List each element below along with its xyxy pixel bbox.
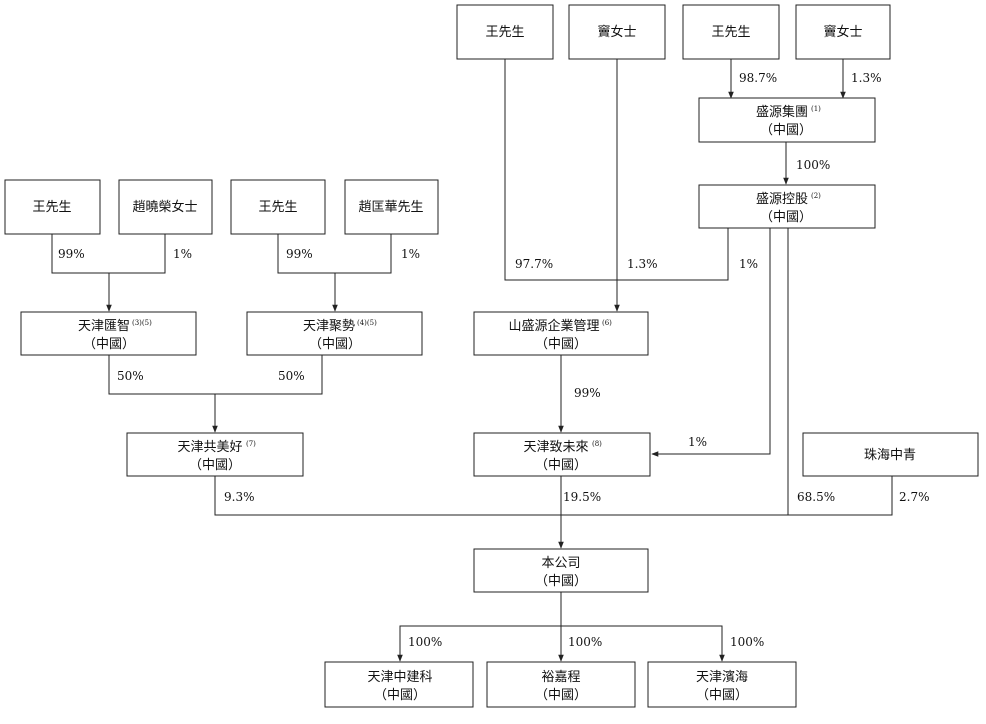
note-marker: (7) xyxy=(246,440,256,448)
node-label: 盛源控股 xyxy=(756,192,808,207)
node-label: 竇女士 xyxy=(597,24,636,40)
line-company-owners-bus xyxy=(214,476,893,516)
node-shengyuan-group: 盛源集團 (1) （中國） xyxy=(698,97,876,143)
node-label: 裕嘉程 xyxy=(541,670,580,685)
note-marker: (4)(5) xyxy=(357,319,377,327)
node-label: 天津中建科 xyxy=(367,670,432,685)
node-region: （中國） xyxy=(189,458,241,473)
node-region: （中國） xyxy=(309,337,361,352)
pct-zhiweilai-to-company: 19.5% xyxy=(563,490,601,504)
node-label: 天津聚勢 xyxy=(303,319,355,334)
node-wang-left1: 王先生 xyxy=(4,179,101,235)
pct-jushi-to-gongmeihao: 50% xyxy=(278,369,305,383)
node-zhao-xiaorong: 趙曉榮女士 xyxy=(118,179,213,235)
node-label: 王先生 xyxy=(485,25,524,40)
pct-wang-to-jushi: 99% xyxy=(286,247,313,261)
node-label: 王先生 xyxy=(32,200,71,215)
node-label: 本公司 xyxy=(541,556,580,571)
pct-wang-to-huizhi: 99% xyxy=(58,247,85,261)
pct-huizhi-to-gongmeihao: 50% xyxy=(117,369,144,383)
pct-gongmeihao-to-company: 9.3% xyxy=(224,490,255,504)
node-region: （中國） xyxy=(83,337,135,352)
node-label: 珠海中青 xyxy=(864,448,916,463)
percentage-labels: 98.7% 1.3% 100% 97.7% 1.3% 1% 99% 1% 99%… xyxy=(58,71,930,649)
pct-wang-to-group: 98.7% xyxy=(739,71,777,85)
pct-company-to-zhongjianke: 100% xyxy=(408,635,442,649)
node-label: 竇女士 xyxy=(823,24,862,40)
node-label: 天津濱海 xyxy=(696,670,748,685)
node-yujiacheng: 裕嘉程 （中國） xyxy=(486,661,636,708)
node-region: （中國） xyxy=(374,688,426,703)
node-region: （中國） xyxy=(535,688,587,703)
pct-holding-to-company: 68.5% xyxy=(797,490,835,504)
note-marker: (6) xyxy=(602,319,612,327)
node-dou-top1: 竇女士 xyxy=(568,4,666,60)
node-zhuhai-zhongqing: 珠海中青 xyxy=(802,432,979,477)
connector-lines xyxy=(51,59,893,662)
node-tianjin-zhiweilai: 天津致未來 (8) （中國） xyxy=(473,432,651,477)
node-tianjin-jushi: 天津聚勢 (4)(5) （中國） xyxy=(246,311,423,356)
node-dou-top2: 竇女士 xyxy=(795,4,891,60)
node-shan-shengyuan: 山盛源企業管理 (6) （中國） xyxy=(473,311,649,356)
pct-holding-to-zhiweilai: 1% xyxy=(688,435,707,449)
node-label: 趙匡華先生 xyxy=(358,199,423,215)
node-shengyuan-holding: 盛源控股 (2) （中國） xyxy=(698,184,876,229)
note-marker: (3)(5) xyxy=(132,319,152,327)
note-marker: (1) xyxy=(811,105,821,113)
pct-shan-to-zhiweilai: 99% xyxy=(574,386,601,400)
node-label: 天津致未來 xyxy=(523,440,588,455)
pct-holding-to-shan: 1% xyxy=(739,257,758,271)
node-tianjin-binhai: 天津濱海 （中國） xyxy=(647,661,797,708)
node-region: （中國） xyxy=(760,210,812,225)
node-tianjin-huizhi: 天津匯智 (3)(5) （中國） xyxy=(20,311,197,356)
node-region: （中國） xyxy=(760,123,812,138)
node-label: 王先生 xyxy=(258,200,297,215)
node-label: 山盛源企業管理 xyxy=(508,318,599,334)
node-label: 天津共美好 xyxy=(177,440,242,455)
node-region: （中國） xyxy=(535,337,587,352)
pct-zhuhai-to-company: 2.7% xyxy=(899,490,930,504)
node-label: 王先生 xyxy=(711,25,750,40)
node-zhao-kuanghua: 趙匡華先生 xyxy=(344,179,439,235)
pct-company-to-yujiacheng: 100% xyxy=(568,635,602,649)
note-marker: (2) xyxy=(811,192,821,200)
pct-dou-to-shan: 1.3% xyxy=(627,257,658,271)
node-wang-top2: 王先生 xyxy=(682,4,780,60)
node-tianjin-gongmeihao: 天津共美好 (7) （中國） xyxy=(126,432,304,477)
pct-dou-to-group: 1.3% xyxy=(851,71,882,85)
node-wang-left2: 王先生 xyxy=(230,179,326,235)
pct-zhao-to-jushi: 1% xyxy=(401,247,420,261)
arrow-holding-to-zhiweilai xyxy=(651,228,771,457)
node-region: （中國） xyxy=(535,574,587,589)
node-label: 盛源集團 xyxy=(756,104,808,120)
node-tianjin-zhongjianke: 天津中建科 （中國） xyxy=(324,661,474,708)
node-region: （中國） xyxy=(696,688,748,703)
pct-zhao-to-huizhi: 1% xyxy=(173,247,192,261)
pct-group-to-holding: 100% xyxy=(796,158,830,172)
node-wang-top1: 王先生 xyxy=(456,4,554,60)
note-marker: (8) xyxy=(592,440,602,448)
node-label: 趙曉榮女士 xyxy=(132,199,197,215)
pct-company-to-binhai: 100% xyxy=(730,635,764,649)
node-label: 天津匯智 xyxy=(78,319,130,334)
pct-wang-to-shan: 97.7% xyxy=(515,257,553,271)
node-company: 本公司 （中國） xyxy=(473,548,649,593)
node-region: （中國） xyxy=(535,458,587,473)
